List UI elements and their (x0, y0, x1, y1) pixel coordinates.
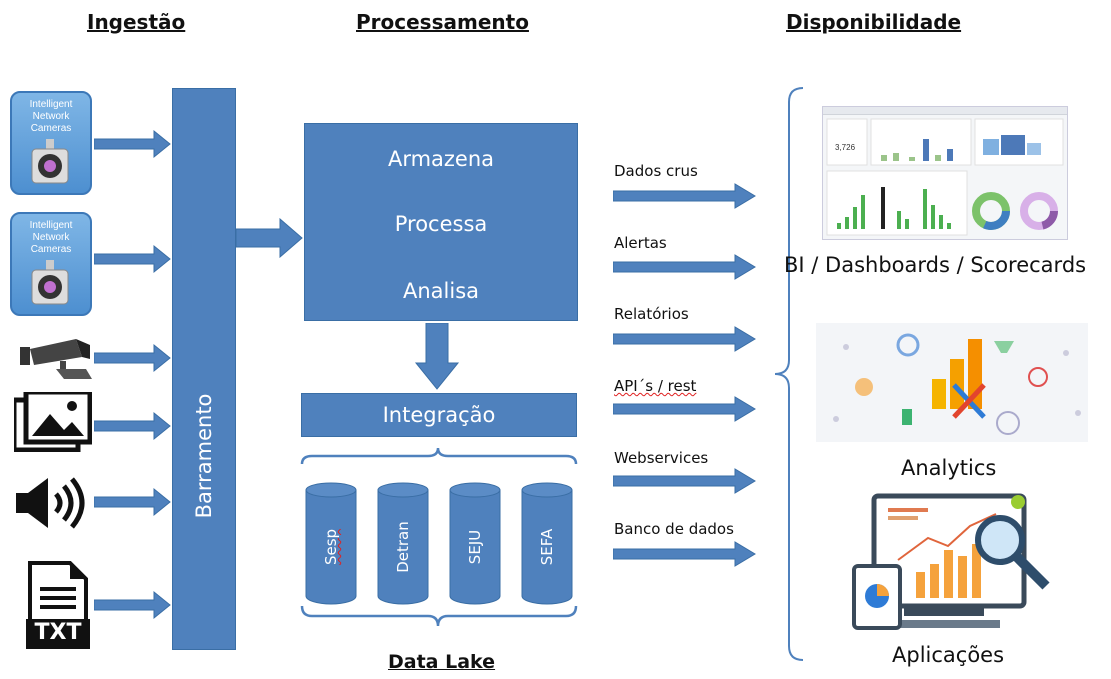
integration-box: Integração (301, 393, 577, 437)
heading-ingestao: Ingestão (87, 10, 186, 34)
data-lake-top-bracket (300, 447, 578, 465)
target-bi-label: BI / Dashboards / Scorecards (784, 253, 1087, 277)
arrow-process-to-integration (414, 323, 460, 390)
camera-icon-2: Intelligent Network Cameras (10, 212, 92, 316)
arrow-bus-to-process (236, 218, 303, 258)
arrow-output-4 (613, 396, 756, 422)
database-cylinder-seju: SEJU (449, 482, 501, 605)
database-label: Detran (394, 521, 412, 573)
arrow-source-5 (94, 487, 171, 517)
database-label: SEFA (538, 528, 556, 566)
camera-icon-1: Intelligent Network Cameras (10, 91, 92, 195)
arrow-source-6 (94, 590, 171, 620)
txt-label: TXT (34, 620, 82, 645)
output-label-banco-de-dados: Banco de dados (614, 520, 734, 538)
database-cylinder-sesp: Sesp (305, 482, 357, 605)
process-line-armazena: Armazena (387, 147, 495, 171)
heading-processamento: Processamento (356, 10, 529, 34)
arrow-source-2 (94, 244, 171, 274)
arrow-source-1 (94, 129, 171, 159)
heading-data-lake: Data Lake (388, 651, 496, 673)
image-gallery-icon (14, 392, 92, 452)
arrow-source-4 (94, 411, 171, 441)
availability-brace (774, 87, 804, 661)
output-label-webservices: Webservices (614, 449, 709, 467)
arrow-output-6 (613, 541, 756, 567)
output-label-dados-crus: Dados crus (614, 162, 698, 180)
applications-illustration (848, 490, 1058, 632)
arrow-output-1 (613, 183, 756, 209)
data-lake-bottom-bracket (300, 605, 578, 627)
target-apps-label: Aplicações (892, 643, 1005, 667)
txt-file-icon: TXT (26, 561, 90, 649)
output-label-alertas: Alertas (614, 234, 667, 252)
bus-bar: Barramento (172, 88, 236, 650)
database-label: Sesp (322, 528, 340, 566)
speaker-icon (16, 477, 85, 529)
output-label-apis: API´s / rest (614, 377, 697, 395)
heading-disponibilidade: Disponibilidade (786, 10, 962, 34)
database-cylinder-detran: Detran (377, 482, 429, 605)
database-cylinder-sefa: SEFA (521, 482, 573, 605)
dashboard-thumbnail: 3,726 (822, 106, 1068, 240)
analytics-illustration (816, 323, 1088, 442)
process-box: Armazena Processa Analisa (304, 123, 578, 321)
integration-label: Integração (382, 403, 496, 427)
target-analytics-label: Analytics (901, 456, 997, 480)
arrow-output-5 (613, 468, 756, 494)
arrow-output-3 (613, 326, 756, 352)
arrow-source-3 (94, 343, 171, 373)
database-label: SEJU (466, 529, 484, 565)
camera-label: Intelligent Network Cameras (29, 220, 73, 255)
dashboard-kpi: 3,726 (835, 143, 856, 152)
camera-label: Intelligent Network Cameras (29, 99, 73, 134)
output-label-relatorios: Relatórios (614, 305, 689, 323)
bus-label: Barramento (192, 393, 216, 519)
process-line-processa: Processa (394, 212, 488, 236)
cctv-icon (20, 339, 92, 379)
arrow-output-2 (613, 254, 756, 280)
process-line-analisa: Analisa (402, 279, 480, 303)
